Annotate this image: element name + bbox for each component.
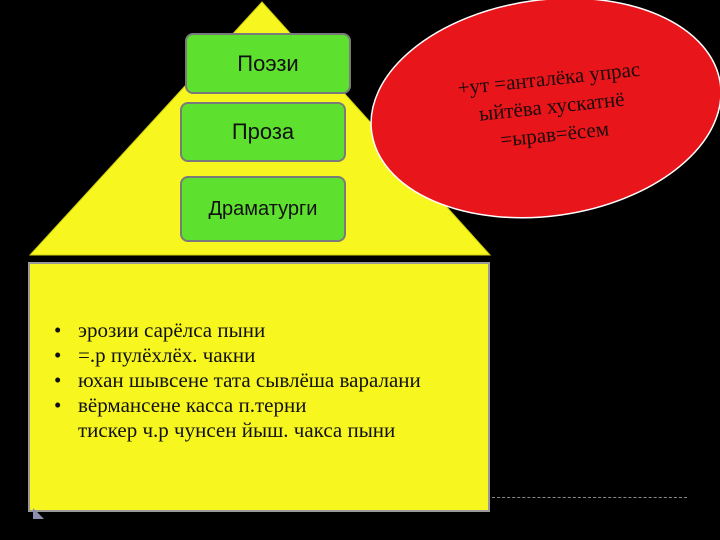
genre-poetry-box: Поэзи [185, 33, 351, 94]
feature-text: вёрмансене касса п.терни [78, 393, 307, 417]
feature-text: =.р пулёхлёх. чакни [78, 343, 256, 367]
bullet-icon: • [54, 343, 62, 367]
corner-marker-icon [33, 508, 44, 519]
list-item: • юхан шывсене тата сывлёша варалани [54, 368, 421, 393]
genre-drama-label: Драматурги [208, 197, 318, 220]
list-item: • вёрмансене касса п.терни [54, 393, 421, 418]
features-list: • эрозии сарёлса пыни • =.р пулёхлёх. чакн… [54, 318, 421, 418]
list-item: • =.р пулёхлёх. чакни [54, 343, 421, 368]
feature-tail-text: тискер ч.р чунсен йыш. чакса пыни [78, 418, 396, 442]
genre-prose-box: Проза [180, 102, 346, 162]
genre-poetry-label: Поэзи [237, 50, 299, 76]
bullet-icon: • [54, 318, 62, 342]
red-oval [370, 0, 720, 219]
dashed-divider [492, 497, 687, 498]
feature-text: эрозии сарёлса пыни [78, 318, 266, 342]
genre-prose-label: Проза [231, 119, 295, 144]
feature-text: юхан шывсене тата сывлёша варалани [78, 368, 421, 392]
features-panel: • эрозии сарёлса пыни • =.р пулёхлёх. чакн… [28, 262, 490, 512]
list-item: • эрозии сарёлса пыни [54, 318, 421, 343]
bullet-icon: • [54, 393, 62, 417]
bullet-icon: • [54, 368, 62, 392]
genre-drama-box: Драматурги [180, 176, 346, 242]
